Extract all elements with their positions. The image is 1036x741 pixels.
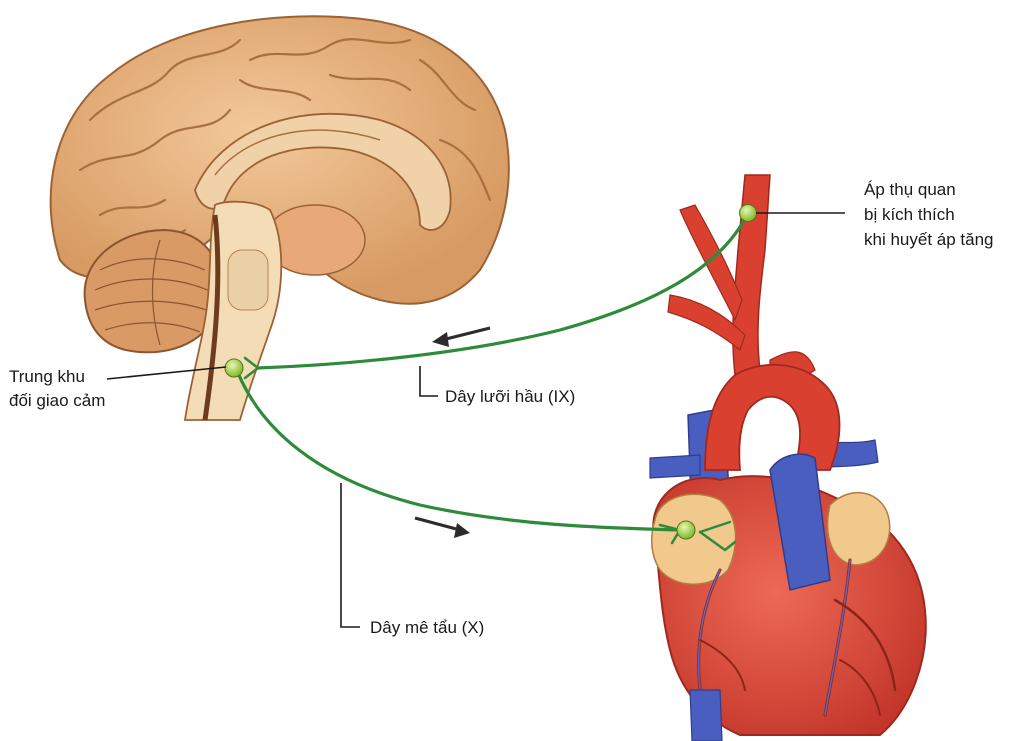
receptor-label-line3: khi huyết áp tăng [864, 230, 993, 249]
baroreceptor-node [740, 205, 757, 222]
brain-illustration [51, 16, 509, 420]
center-label-line2: đối giao cảm [9, 391, 105, 410]
parasympathetic-center-node [225, 359, 243, 377]
leader-nerve-x [341, 483, 360, 627]
heart-illustration [650, 175, 926, 741]
right-atrium [652, 494, 736, 584]
leader-nerve-ix [420, 366, 438, 396]
receptor-label-line1: Áp thụ quan [864, 180, 956, 199]
nerve-x-label: Dây mê tẩu (X) [370, 618, 484, 637]
left-atrium [828, 493, 890, 565]
nerve-ix-label: Dây lưỡi hầu (IX) [445, 387, 575, 406]
heart-ganglion-node [677, 521, 695, 539]
arrow-left-icon [432, 328, 490, 347]
aortic-arch [705, 365, 840, 470]
receptor-label-line2: bị kích thích [864, 205, 955, 224]
arrow-right-icon [415, 518, 470, 538]
center-label-line1: Trung khu [9, 367, 85, 386]
